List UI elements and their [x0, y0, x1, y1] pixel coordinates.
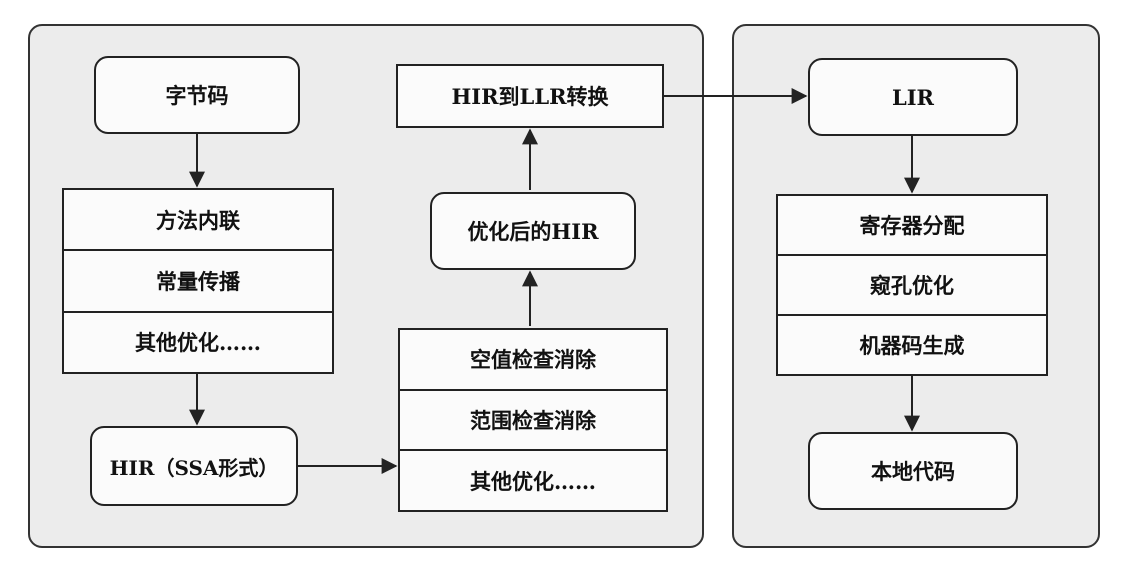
- hir-opt-step: 方法内联: [64, 190, 332, 252]
- backend-step: 窥孔优化: [778, 256, 1046, 316]
- hir-optimization-stack: 方法内联 常量传播 其他优化……: [62, 188, 334, 374]
- llr-opt-step: 空值检查消除: [400, 330, 666, 391]
- bytecode-label: 字节码: [165, 83, 229, 108]
- lir-box: LIR: [808, 58, 1018, 136]
- native-code-box: 本地代码: [808, 432, 1018, 510]
- hir-to-lir-label: HIR到LLR转换: [451, 84, 609, 109]
- llr-opt-step: 其他优化……: [470, 468, 596, 494]
- optimized-hir-label: 优化后的HIR: [467, 219, 599, 244]
- hir-ssa-box: HIR（SSA形式）: [90, 426, 298, 506]
- hir-to-lir-box: HIR到LLR转换: [396, 64, 664, 128]
- bytecode-box: 字节码: [94, 56, 300, 134]
- hir-opt-step: 常量传播: [64, 251, 332, 313]
- llr-optimization-stack: 空值检查消除 范围检查消除 其他优化……: [398, 328, 668, 512]
- llr-opt-step: 范围检查消除: [400, 391, 666, 452]
- hir-ssa-label: HIR（SSA形式）: [109, 455, 279, 480]
- backend-step: 寄存器分配: [778, 196, 1046, 256]
- backend-step: 机器码生成: [859, 333, 965, 358]
- optimized-hir-box: 优化后的HIR: [430, 192, 636, 270]
- native-code-label: 本地代码: [871, 459, 955, 484]
- backend-step-stack: 寄存器分配 窥孔优化 机器码生成: [776, 194, 1048, 376]
- hir-opt-step: 其他优化……: [135, 330, 261, 356]
- lir-label: LIR: [891, 84, 935, 110]
